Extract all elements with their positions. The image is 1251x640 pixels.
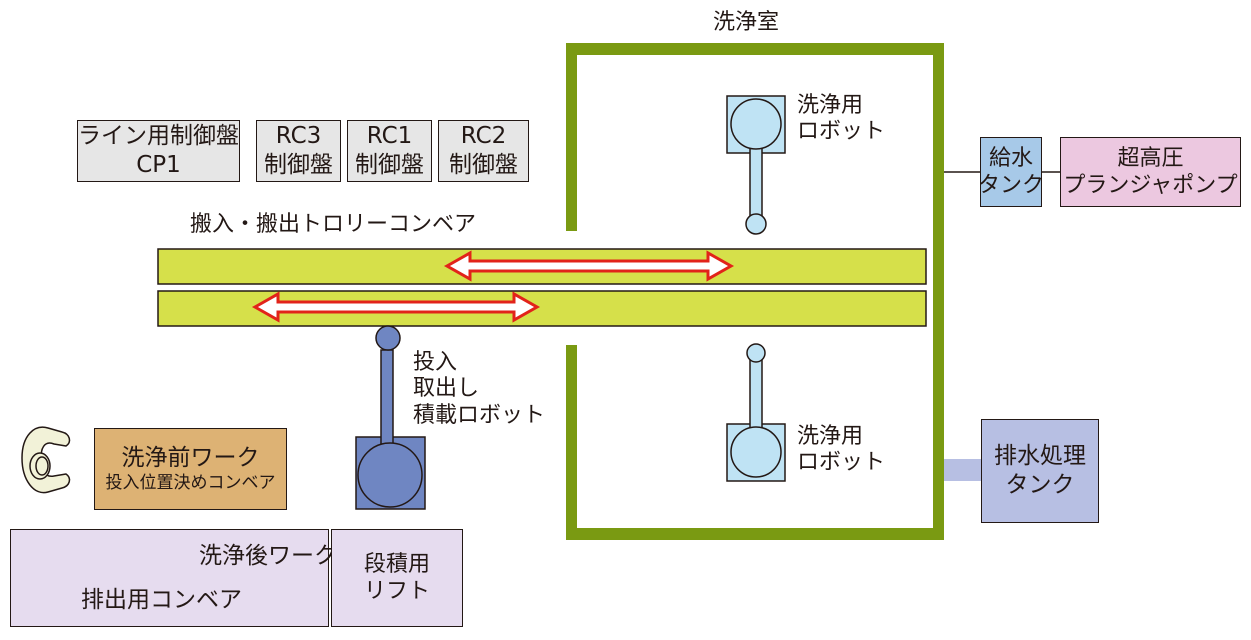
post-wash-line1: 洗浄後ワーク bbox=[199, 543, 337, 569]
wash-robot-top bbox=[726, 95, 786, 235]
wash-robot-bottom-label: 洗浄用 ロボット bbox=[797, 424, 885, 477]
pre-wash-work-conveyor: 洗浄前ワーク 投入位置決めコンベア bbox=[94, 428, 287, 510]
loading-robot-label-line1: 投入 bbox=[413, 350, 458, 375]
drain-pipe bbox=[943, 459, 981, 481]
wash-room-title: 洗浄室 bbox=[713, 10, 780, 35]
wall-right bbox=[933, 43, 944, 540]
drain-treatment-tank: 排水処理 タンク bbox=[981, 419, 1099, 523]
wall-left-upper bbox=[566, 43, 577, 231]
pump-line2: プランジャポンプ bbox=[1063, 173, 1238, 198]
rc2-panel-code: RC2 bbox=[460, 123, 507, 150]
conveyor-label: 搬入・搬出トロリーコンベア bbox=[190, 212, 477, 237]
wash-robot-top-label: 洗浄用 ロボット bbox=[797, 93, 885, 146]
double-arrow-upper bbox=[443, 250, 735, 282]
water-tank-line1: 給水 bbox=[989, 145, 1034, 171]
double-arrow-lower bbox=[251, 291, 541, 323]
drain-tank-line1: 排水処理 bbox=[994, 443, 1086, 470]
wash-robot-top-label-line1: 洗浄用 bbox=[797, 93, 864, 118]
lift-line1: 段積用 bbox=[363, 551, 430, 577]
pre-wash-line2: 投入位置決めコンベア bbox=[105, 472, 276, 493]
rc3-control-panel: RC3 制御盤 bbox=[256, 120, 341, 182]
wash-robot-top-label-line2: ロボット bbox=[797, 119, 886, 145]
operator-icon bbox=[21, 426, 71, 494]
rc2-control-panel: RC2 制御盤 bbox=[438, 120, 529, 182]
rc1-panel-name: 制御盤 bbox=[355, 152, 424, 178]
rc3-panel-code: RC3 bbox=[275, 123, 322, 150]
wall-bottom bbox=[566, 528, 944, 540]
wall-left-lower bbox=[566, 345, 577, 540]
rc2-panel-name: 制御盤 bbox=[449, 152, 518, 178]
wash-robot-bottom-label-line1: 洗浄用 bbox=[797, 424, 864, 449]
wash-robot-bottom-label-line2: ロボット bbox=[797, 450, 886, 476]
loading-robot-label: 投入 取出し 積載ロボット bbox=[413, 350, 545, 429]
post-wash-line2: 排出用コンベア bbox=[81, 587, 242, 613]
wash-room-walls bbox=[566, 43, 944, 540]
line-control-panel-code: CP1 bbox=[136, 152, 181, 178]
lift-line2: リフト bbox=[363, 579, 430, 604]
rc3-panel-name: 制御盤 bbox=[264, 152, 333, 178]
loading-robot bbox=[355, 325, 426, 510]
wash-robot-bottom bbox=[726, 343, 786, 482]
wall-top bbox=[566, 43, 944, 55]
pre-wash-line1: 洗浄前ワーク bbox=[121, 445, 260, 471]
plunger-pump: 超高圧 プランジャポンプ bbox=[1060, 137, 1241, 207]
stacking-lift: 段積用 リフト bbox=[331, 529, 463, 627]
water-supply-tank: 給水 タンク bbox=[978, 137, 1045, 207]
loading-robot-label-line2: 取出し bbox=[413, 376, 480, 402]
line-control-panel: ライン用制御盤 CP1 bbox=[77, 120, 240, 182]
rc1-control-panel: RC1 制御盤 bbox=[347, 120, 432, 182]
line-control-panel-name: ライン用制御盤 bbox=[78, 123, 239, 150]
water-tank-line2: タンク bbox=[978, 173, 1045, 198]
rc1-panel-code: RC1 bbox=[366, 123, 413, 150]
pump-line1: 超高圧 bbox=[1117, 145, 1184, 171]
drain-tank-line2: タンク bbox=[1005, 472, 1075, 498]
loading-robot-label-line3: 積載ロボット bbox=[413, 402, 546, 428]
post-wash-discharge-conveyor: 洗浄後ワーク 排出用コンベア bbox=[10, 529, 337, 627]
